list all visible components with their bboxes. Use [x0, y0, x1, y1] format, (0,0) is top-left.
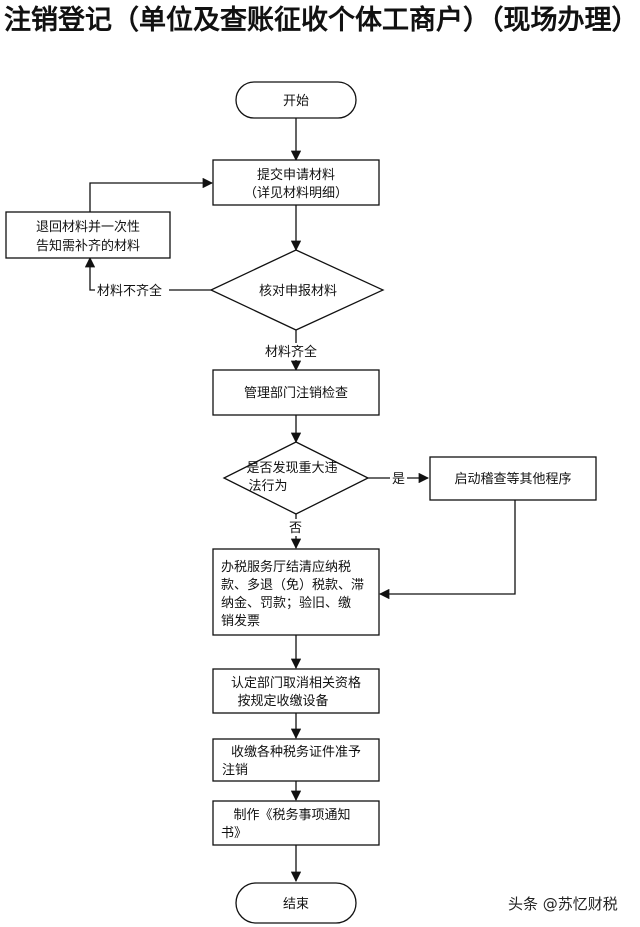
no-label-bg: [287, 519, 305, 536]
page-title: 注销登记（单位及查账征收个体工商户）（现场办理）: [4, 5, 639, 36]
node-manage-shape: [212, 369, 380, 416]
node-collect-shape: [212, 738, 380, 782]
edge-label-no: 否: [289, 521, 302, 536]
edge-label-incomplete: 材料不齐全: [97, 283, 162, 299]
edge-label-yes: 是: [392, 472, 405, 487]
node-cancel-line-2: 按规定收缴设备: [237, 693, 328, 709]
node-settle-line-2: 款、多退（免）税款、滞: [221, 577, 364, 593]
node-submit-shape: [212, 159, 380, 206]
edge-audit-settle: [378, 500, 516, 600]
node-settle-line-1: 办税服务厅结清应纳税: [221, 559, 351, 575]
node-violation-line-2: 法行为: [248, 479, 287, 494]
node-return-shape: [5, 211, 171, 259]
node-cancel-shape: [212, 668, 380, 714]
node-violation-line-1: 是否发现重大违: [246, 460, 337, 476]
node-return-line-1: 退回材料并一次性: [36, 219, 140, 235]
node-verify-shape: [209, 249, 385, 331]
node-return-line-2: 告知需补齐的材料: [36, 238, 140, 254]
watermark: 头条 @苏忆财税: [508, 895, 618, 913]
node-submit-line-1: 提交申请材料: [257, 167, 335, 183]
node-settle-line-4: 销发票: [221, 613, 260, 629]
node-notice-line-2: 书》: [221, 826, 247, 841]
edge-verify-return: [84, 256, 215, 291]
node-settle-line-3: 纳金、罚款；验旧、缴: [221, 595, 351, 611]
node-collect-line-2: 注销: [222, 763, 248, 778]
node-texts: 开始 提交申请材料 （详见材料明细） 退回材料并一次性 告知需补齐的材料 核对申…: [36, 94, 572, 912]
complete-label-bg: [263, 343, 329, 360]
node-start-line-1: 开始: [283, 94, 309, 109]
edge-label-complete: 材料齐全: [265, 344, 317, 360]
node-end-shape: [235, 882, 357, 924]
node-notice-shape: [212, 800, 380, 846]
node-settle-shape: [212, 548, 380, 636]
node-cancel-line-1: 认定部门取消相关资格: [231, 675, 361, 691]
node-manage-line-1: 管理部门注销检查: [244, 386, 348, 401]
node-audit-shape: [429, 456, 597, 501]
incomplete-label-bg: [95, 281, 169, 298]
shapes: [5, 81, 597, 924]
node-audit-line-1: 启动稽查等其他程序: [454, 471, 571, 487]
node-start-shape: [235, 81, 357, 119]
node-notice-line-1: 制作《税务事项通知: [233, 807, 350, 823]
edge-return-submit: [89, 177, 214, 212]
edge-labels: 材料不齐全 材料齐全 是 否: [95, 281, 407, 536]
yes-label-bg: [390, 469, 407, 486]
node-violation-shape: [222, 441, 370, 515]
node-collect-line-1: 收缴各种税务证件准予: [231, 744, 361, 760]
node-submit-line-2: （详见材料明细）: [244, 186, 348, 201]
node-end-line-1: 结束: [283, 897, 309, 912]
node-verify-line-1: 核对申报材料: [259, 284, 337, 299]
